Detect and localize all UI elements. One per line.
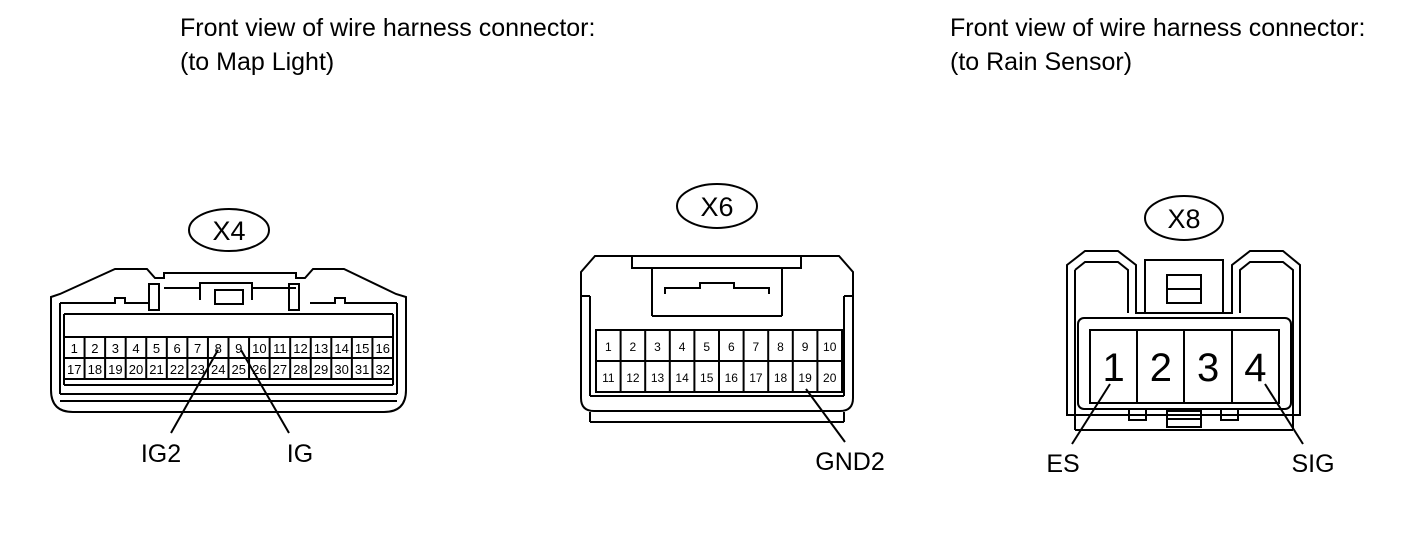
- x6-pin-4: 4: [679, 340, 686, 354]
- leader-ig: [240, 349, 290, 434]
- caption-map-light: Front view of wire harness connector: (t…: [180, 11, 595, 79]
- x4-pin-13: 13: [314, 341, 328, 356]
- x4-pin-32: 32: [375, 362, 389, 377]
- x4-pin-4: 4: [132, 341, 139, 356]
- x4-pin-7: 7: [194, 341, 201, 356]
- x4-pin-19: 19: [108, 362, 122, 377]
- x6-pin-1: 1: [605, 340, 612, 354]
- leader-ig2: [170, 349, 219, 434]
- x4-pin-12: 12: [293, 341, 307, 356]
- x8-tag-label: X8: [1167, 204, 1200, 234]
- x4-pin-9: 9: [235, 341, 242, 356]
- x6-pin-9: 9: [802, 340, 809, 354]
- x4-pin-27: 27: [273, 362, 287, 377]
- x4-pin-6: 6: [173, 341, 180, 356]
- x8-tag-ellipse: [1144, 195, 1224, 241]
- x4-body-outline: [50, 268, 407, 413]
- caption-map-light-line1: Front view of wire harness connector:: [180, 14, 596, 42]
- x8-body-outline: [1066, 250, 1301, 416]
- x6-pin-3: 3: [654, 340, 661, 354]
- x6-pin-6: 6: [728, 340, 735, 354]
- x4-pin-28: 28: [293, 362, 307, 377]
- x4-tag-ellipse: [188, 208, 270, 252]
- callout-gnd2: GND2: [815, 448, 884, 476]
- callout-ig2: IG2: [141, 440, 181, 468]
- x4-pin-17: 17: [67, 362, 81, 377]
- callout-ig: IG: [287, 440, 313, 468]
- x6-pin-16: 16: [725, 371, 739, 385]
- x6-pin-12: 12: [626, 371, 640, 385]
- x6-pin-5: 5: [703, 340, 710, 354]
- x6-pin-17: 17: [749, 371, 763, 385]
- x4-pin-24: 24: [211, 362, 225, 377]
- caption-rain-sensor: Front view of wire harness connector: (t…: [950, 11, 1365, 79]
- x4-pin-25: 25: [232, 362, 246, 377]
- x8-pin-3: 3: [1197, 346, 1219, 390]
- x6-pin-11: 11: [602, 371, 615, 385]
- x8-pin-4: 4: [1244, 346, 1266, 390]
- x6-pin-13: 13: [651, 371, 665, 385]
- x6-tag-label: X6: [700, 192, 733, 222]
- x4-pin-15: 15: [355, 341, 369, 356]
- x4-pin-21: 21: [149, 362, 163, 377]
- connector-x4: [50, 208, 407, 413]
- x4-pin-31: 31: [355, 362, 369, 377]
- x6-body-outline: [580, 255, 854, 412]
- x6-pin-20: 20: [823, 371, 837, 385]
- x4-pin-30: 30: [334, 362, 348, 377]
- callout-sig: SIG: [1291, 450, 1334, 478]
- x4-pin-22: 22: [170, 362, 184, 377]
- x4-pin-20: 20: [129, 362, 143, 377]
- connector-x8: [1066, 195, 1301, 431]
- x8-pin-1: 1: [1103, 346, 1125, 390]
- caption-rain-sensor-line2: (to Rain Sensor): [950, 48, 1133, 76]
- x6-pin-14: 14: [675, 371, 689, 385]
- x6-pin-15: 15: [700, 371, 714, 385]
- x4-pin-10: 10: [252, 341, 266, 356]
- callout-es: ES: [1046, 450, 1079, 478]
- x4-pin-16: 16: [375, 341, 389, 356]
- x4-pin-5: 5: [153, 341, 160, 356]
- x4-pin-11: 11: [273, 341, 287, 356]
- x8-pin-2: 2: [1150, 346, 1172, 390]
- x6-pin-18: 18: [774, 371, 788, 385]
- x6-tag-ellipse: [676, 183, 758, 229]
- x4-pin-26: 26: [252, 362, 266, 377]
- x6-pin-2: 2: [630, 340, 637, 354]
- connector-x6: [580, 183, 854, 423]
- x4-pin-8: 8: [215, 341, 222, 356]
- leader-sig: [1264, 383, 1304, 445]
- leader-es: [1071, 383, 1111, 445]
- x4-pin-1: 1: [71, 341, 78, 356]
- x4-pin-29: 29: [314, 362, 328, 377]
- x4-pin-2: 2: [91, 341, 98, 356]
- x4-pin-3: 3: [112, 341, 119, 356]
- x6-pin-10: 10: [823, 340, 837, 354]
- x6-pin-19: 19: [798, 371, 812, 385]
- x6-pin-8: 8: [777, 340, 784, 354]
- x4-pin-14: 14: [334, 341, 348, 356]
- caption-rain-sensor-line1: Front view of wire harness connector:: [950, 14, 1366, 42]
- x6-pin-7: 7: [753, 340, 760, 354]
- x4-tag-label: X4: [212, 216, 245, 246]
- x4-pin-23: 23: [190, 362, 204, 377]
- caption-map-light-line2: (to Map Light): [180, 48, 335, 76]
- leader-gnd2: [805, 388, 846, 443]
- x4-pin-18: 18: [88, 362, 102, 377]
